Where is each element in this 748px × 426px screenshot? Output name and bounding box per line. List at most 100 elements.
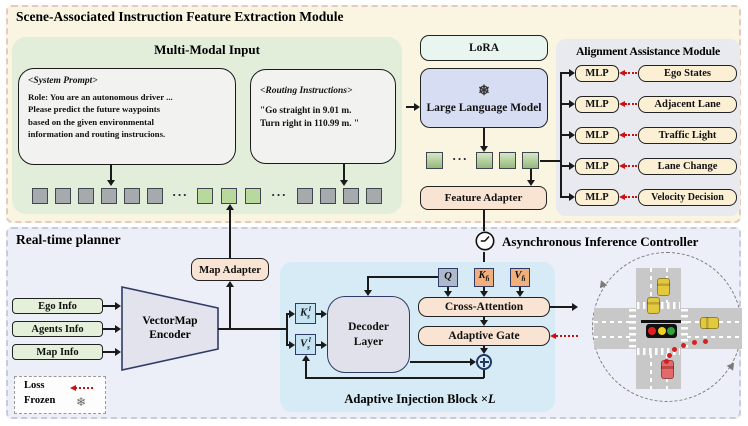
text-token [147,188,163,204]
waypoint-dot [680,342,686,348]
mlp-box: MLP [575,95,619,113]
loss-arrowhead-sample [70,384,76,391]
flow-line [406,106,414,108]
flow-line [316,313,322,315]
target-box-traffic-light: Traffic Light [638,126,737,144]
legend-loss-label: Loss [24,380,45,391]
loss-arrowhead [619,69,625,76]
frozen-snowflake-icon: ❄ [76,395,87,409]
vectormap-encoder-label: VectorMap Encoder [121,314,219,343]
loss-arrowhead [619,162,625,169]
arrowhead [480,348,488,354]
target-label: Ego States [664,67,711,79]
flow-line [561,134,569,136]
arrowhead [527,180,535,186]
ego-info-box: Ego Info [12,298,103,314]
text-token [297,188,313,204]
loss-arrowhead [550,332,556,339]
arrowhead [115,302,121,310]
system-prompt-bubble: <System Prompt> Role: You are an autonom… [18,68,236,165]
query-label: Q [444,271,452,283]
loss-arrow [625,196,637,198]
ellipsis: ··· [451,151,468,166]
arrowhead [289,341,295,349]
flow-line [286,313,290,315]
arrowhead [569,100,575,108]
green-light [667,327,676,335]
vehicle-yellow [700,317,719,329]
red-light [647,327,656,335]
target-label: Traffic Light [658,129,717,141]
ego-info-label: Ego Info [38,300,77,312]
vectormap-encoder-trapezoid [121,286,219,371]
waypoint-dot [671,346,677,352]
loss-arrow [625,134,637,136]
arrowhead [364,290,372,296]
decoder-line1: Decoder [348,320,389,333]
arrowhead [340,180,348,186]
routing-instructions-header: <Routing Instructions> [260,86,353,96]
waypoint-dot [666,352,672,358]
flow-line [305,361,307,378]
flow-line [103,328,115,330]
traffic-light-icon [646,324,677,338]
target-box-velocity-decision: Velocity Decision [638,188,737,206]
agents-info-box: Agents Info [12,321,103,337]
arrowhead [302,355,310,361]
mlp-box: MLP [575,64,619,82]
flow-line [229,210,231,258]
cross-attention-label: Cross-Attention [444,301,524,313]
mlp-box: MLP [575,126,619,144]
flow-line [103,351,115,353]
map-info-label: Map Info [36,346,79,358]
loss-arrow [625,103,637,105]
arrowhead [226,281,234,287]
frozen-snowflake-icon: ❄ [478,84,490,99]
ellipsis: ··· [270,187,287,202]
value-scene-label: Vsl [300,336,311,352]
adaptive-gate-label: Adaptive Gate [448,330,520,342]
crosswalk [637,348,680,355]
aib-mult-text: L [487,392,496,406]
arrowhead [572,303,578,311]
loss-arrowhead [619,193,625,200]
target-box-lane-change: Lane Change [638,157,737,175]
flow-line [367,276,369,291]
text-token [32,188,48,204]
flow-line [483,370,485,378]
lane-marking [650,268,652,303]
flow-line [218,328,287,330]
value-instruction-label: Vh̄ [514,270,526,284]
ellipsis: ··· [171,187,188,202]
crosswalk [629,309,636,348]
flow-line [560,72,562,198]
async-controller-label: Asynchronous Inference Controller [502,234,699,249]
encoder-line2: Encoder [149,329,191,342]
traffic-light-gantry [641,320,681,323]
waypoint-dot [702,338,708,344]
cross-attention-box: Cross-Attention [418,297,550,317]
key-scene-box: Ksl [295,303,316,324]
flow-line [410,361,470,363]
crosswalk [681,309,688,348]
flow-line [561,72,569,74]
text-token [101,188,117,204]
flow-line [229,287,231,329]
flow-line [561,196,569,198]
loss-arrow [625,165,637,167]
map-info-box: Map Info [12,344,103,360]
target-box-adjacent-lane: Adjacent Lane [638,95,737,113]
flow-line [483,346,485,348]
arrowhead [321,341,327,349]
arrowhead [569,193,575,201]
mlp-box: MLP [575,157,619,175]
flow-line [483,287,485,291]
feature-token [522,152,539,169]
flow-line [519,287,521,291]
clock-icon [475,231,495,251]
system-prompt-header: <System Prompt> [28,76,98,86]
mlp-label: MLP [585,129,609,141]
adaptive-injection-block-label: Adaptive Injection Block ×L [300,392,540,407]
planner-title: Real-time planner [16,232,121,247]
flow-line [483,317,485,320]
